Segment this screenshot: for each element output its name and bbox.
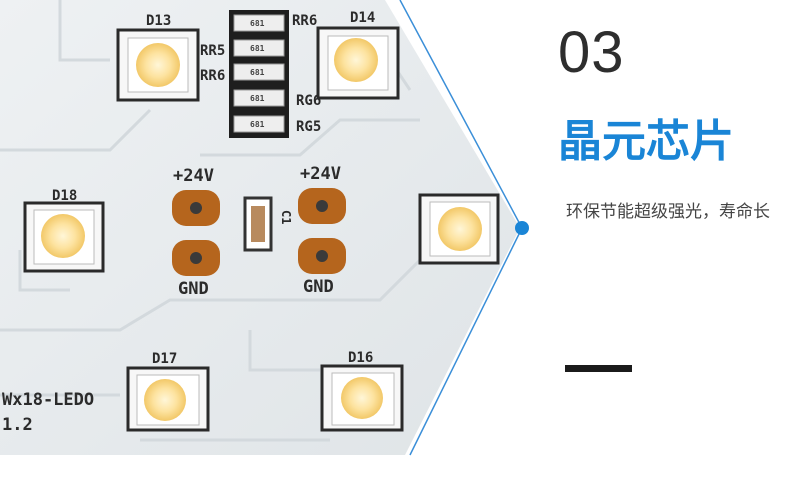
resistor-code: 681 [250,68,265,77]
led-label: D14 [350,10,375,26]
led-d18: D18 [23,188,105,273]
resistor-label: RG6 [296,93,321,109]
led-right [418,193,500,265]
feature-title: 晶元芯片 [558,116,734,167]
led-label: D18 [52,188,77,204]
resistor-array: 681 681 681 681 681 RR6 RR5 RR6 RG6 RG5 [200,10,321,138]
resistor-code: 681 [250,120,265,129]
led-d16: D16 [320,350,404,432]
divider-dot [515,221,529,235]
board-model-label: Wx18-LEDO [2,390,94,410]
resistor-label: RR6 [292,13,317,29]
pad-label-gnd: GND [178,279,209,299]
pad-label-24v: +24V [173,166,214,186]
resistor-code: 681 [250,19,265,28]
accent-bar [565,365,632,372]
led-label: D13 [146,13,171,29]
led-label: D16 [348,350,373,366]
resistor-label: RR6 [200,68,225,84]
led-label: D17 [152,351,177,367]
led-d17: D17 [126,351,210,432]
solder-pads: +24V +24V GND GND [172,164,346,299]
step-number: 03 [558,20,625,85]
led-d13: D13 [116,13,200,102]
resistor-label: RR5 [200,43,225,59]
capacitor-label: C1 [279,210,293,224]
pad-label-24v: +24V [300,164,341,184]
resistor-code: 681 [250,44,265,53]
pad-label-gnd: GND [303,277,334,297]
led-d14: D14 [316,10,400,100]
board-version-label: 1.2 [2,415,33,435]
resistor-code: 681 [250,94,265,103]
resistor-label: RG5 [296,119,321,135]
capacitor-c1: C1 [243,196,293,252]
feature-description: 环保节能超级强光，寿命长 [566,202,770,222]
